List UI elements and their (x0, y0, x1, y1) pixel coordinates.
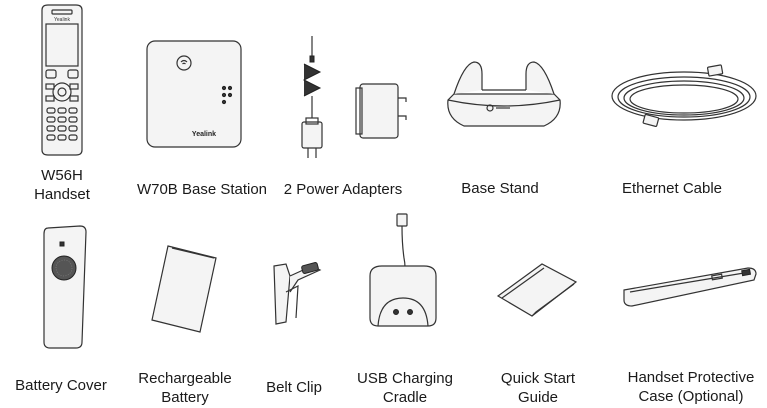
base-station-illustration: Yealink (146, 40, 242, 148)
base-station-logo: Yealink (192, 131, 216, 138)
base-stand-label: Base Stand (461, 180, 539, 197)
rechargeable-battery-illustration (151, 245, 217, 333)
usb-charging-cradle-illustration (369, 213, 437, 327)
belt-clip-label: Belt Clip (266, 379, 322, 396)
power-adapters-label: 2 Power Adapters (283, 181, 403, 198)
battery-cover-label: Battery Cover (15, 377, 107, 394)
handset-illustration: Yealink (41, 4, 83, 156)
belt-clip-illustration (273, 262, 322, 325)
handset-protective-case-illustration (623, 267, 757, 307)
rechargeable-battery-label: Rechargeable Battery (138, 370, 232, 406)
base-stand-illustration (447, 61, 561, 127)
power-adapters-illustration (301, 36, 407, 158)
handset-logo: Yealink (54, 17, 70, 23)
base-station-label: W70B Base Station (136, 181, 268, 198)
handset-protective-case-label: Handset Protective Case (Optional) (627, 369, 755, 405)
ethernet-cable-label: Ethernet Cable (621, 180, 723, 197)
quick-start-guide-label: Quick Start Guide (500, 370, 576, 406)
usb-charging-cradle-label: USB Charging Cradle (357, 370, 453, 406)
handset-label: W56H Handset (34, 167, 90, 203)
ethernet-cable-illustration (611, 64, 757, 128)
quick-start-guide-illustration (496, 263, 578, 317)
battery-cover-illustration (43, 225, 87, 349)
